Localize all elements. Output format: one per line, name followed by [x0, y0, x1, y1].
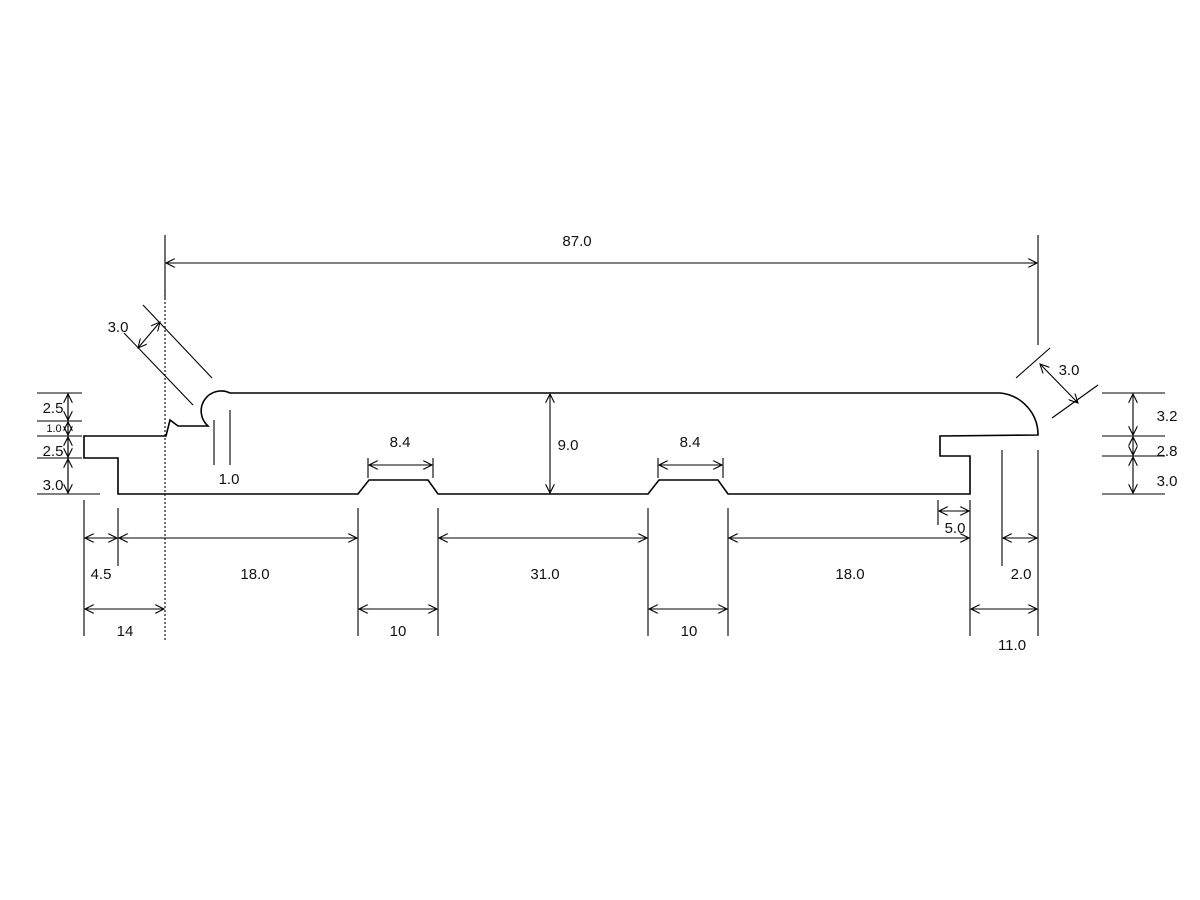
left-height-1-label: 2.5	[43, 400, 64, 417]
bottom-dim-14-label: 14	[117, 623, 134, 640]
left-chamfer-label: 3.0	[108, 319, 129, 336]
right-chamfer-extension-1	[1015, 347, 1051, 379]
right-height-2-label: 2.8	[1157, 443, 1178, 460]
tongue-step-label: 1.0	[219, 471, 240, 488]
right-chamfer-dimension-line	[1040, 364, 1078, 403]
groove-left-label: 8.4	[390, 434, 411, 451]
right-height-3-label: 3.0	[1157, 473, 1178, 490]
right-height-1-label: 3.2	[1157, 408, 1178, 425]
right-chamfer-label: 3.0	[1059, 362, 1080, 379]
overall-width-label: 87.0	[562, 233, 591, 250]
groove-right-label: 8.4	[680, 434, 701, 451]
right-chamfer-extension-2	[1051, 384, 1099, 419]
left-height-2-label: 1.0	[46, 423, 61, 435]
board-profile-outline	[83, 390, 1039, 495]
bottom-dim-2-0-label: 2.0	[1011, 566, 1032, 583]
bottom-dim-10-right-label: 10	[681, 623, 698, 640]
bottom-dim-18-left-label: 18.0	[240, 566, 269, 583]
left-chamfer-dimension-line	[138, 322, 160, 348]
bottom-dim-4-5-label: 4.5	[91, 566, 112, 583]
bottom-dim-11-label: 11.0	[998, 637, 1026, 654]
left-height-3-label: 2.5	[43, 443, 64, 460]
left-height-4-label: 3.0	[43, 477, 64, 494]
bottom-dim-18-right-label: 18.0	[835, 566, 864, 583]
left-chamfer-extension-1	[142, 304, 213, 379]
right-notch-label: 5.0	[945, 520, 966, 537]
bottom-dim-10-left-label: 10	[390, 623, 407, 640]
bottom-dim-31-label: 31.0	[530, 566, 559, 583]
left-chamfer-extension-2	[123, 332, 194, 406]
thickness-label: 9.0	[558, 437, 579, 454]
